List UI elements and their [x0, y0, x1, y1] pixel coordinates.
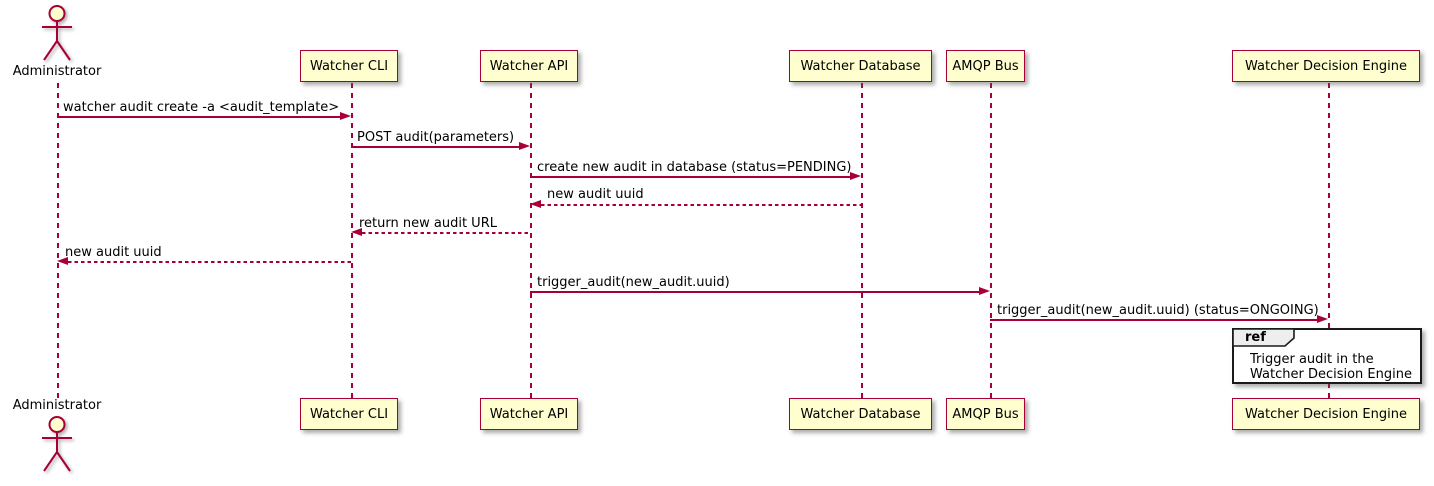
ref-tab-pentagon-icon	[1233, 329, 1295, 347]
message-line	[530, 176, 850, 178]
message-label: trigger_audit(new_audit.uuid)	[537, 275, 730, 290]
message-label: return new audit URL	[359, 216, 497, 231]
ref-keyword: ref	[1245, 330, 1266, 345]
participant-watcher-database-top: Watcher Database	[789, 50, 932, 82]
lifeline-watcher-cli	[351, 83, 353, 398]
message-label: trigger_audit(new_audit.uuid) (status=ON…	[997, 303, 1319, 318]
lifeline-administrator	[57, 83, 59, 398]
participant-amqp-bus-top: AMQP Bus	[946, 50, 1025, 82]
lifeline-watcher-api	[530, 83, 532, 398]
arrowhead-left-icon	[530, 200, 541, 208]
message-label: watcher audit create -a <audit_template>	[63, 100, 340, 115]
message-line-dashed	[541, 204, 861, 206]
message-line	[57, 116, 341, 118]
message-label: POST audit(parameters)	[357, 130, 515, 145]
lifeline-watcher-database	[861, 83, 863, 398]
message-label: new audit uuid	[65, 245, 162, 260]
participant-watcher-database-bottom: Watcher Database	[789, 398, 932, 430]
message-line-dashed	[68, 261, 351, 263]
actor-label-administrator-bottom: Administrator	[12, 398, 102, 413]
ref-fragment: ref Trigger audit in the Watcher Decisio…	[1232, 328, 1422, 384]
message-line	[530, 291, 979, 293]
lifeline-amqp-bus	[990, 83, 992, 398]
participant-watcher-decision-engine-top: Watcher Decision Engine	[1232, 50, 1420, 82]
actor-stick-figure-icon-top	[42, 5, 72, 61]
actor-stick-figure-icon-bottom	[42, 416, 72, 472]
message-line-dashed	[362, 232, 530, 234]
arrowhead-left-icon	[351, 228, 362, 236]
participant-watcher-api-bottom: Watcher API	[480, 398, 578, 430]
ref-text-line2: Watcher Decision Engine	[1250, 367, 1412, 382]
message-line	[351, 146, 519, 148]
arrowhead-right-icon	[519, 142, 530, 150]
arrowhead-left-icon	[57, 257, 68, 265]
participant-watcher-cli-top: Watcher CLI	[300, 50, 398, 82]
participant-watcher-api-top: Watcher API	[480, 50, 578, 82]
arrowhead-right-icon	[340, 112, 351, 120]
message-line	[990, 319, 1317, 321]
participant-watcher-cli-bottom: Watcher CLI	[300, 398, 398, 430]
arrowhead-right-icon	[1317, 315, 1328, 323]
participant-amqp-bus-bottom: AMQP Bus	[946, 398, 1025, 430]
arrowhead-right-icon	[979, 287, 990, 295]
ref-text-line1: Trigger audit in the	[1250, 352, 1374, 367]
message-label: new audit uuid	[547, 187, 644, 202]
ref-body: Trigger audit in the Watcher Decision En…	[1234, 352, 1420, 382]
message-label: create new audit in database (status=PEN…	[537, 160, 852, 175]
actor-label-administrator-top: Administrator	[12, 64, 102, 79]
arrowhead-right-icon	[850, 172, 861, 180]
participant-watcher-decision-engine-bottom: Watcher Decision Engine	[1232, 398, 1420, 430]
lifeline-watcher-decision-engine	[1328, 83, 1330, 398]
